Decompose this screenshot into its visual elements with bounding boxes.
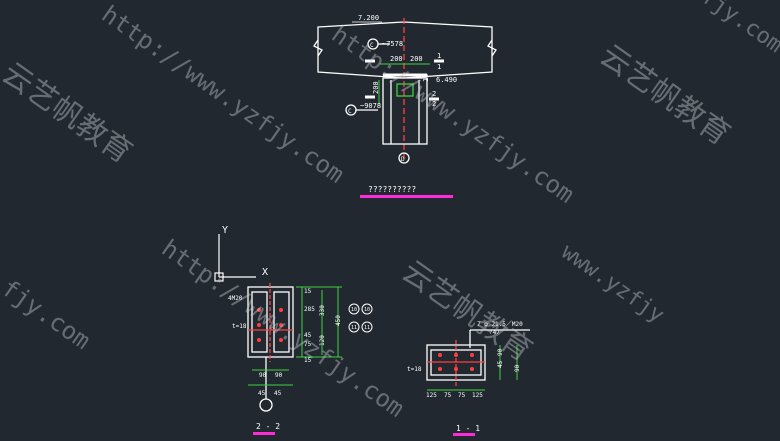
dim22-45-right: 45 [274, 390, 282, 397]
top-beam-column-detail[interactable] [313, 18, 497, 164]
tag-10-b: 10 [364, 307, 370, 313]
section11-bolts [438, 353, 474, 371]
bolt [454, 353, 458, 357]
dim22-45: 45 [304, 332, 312, 339]
top-detail-labels: 7.200 ~7578 C 200 200 200 10 6.490 1 1 2… [348, 14, 457, 194]
dim22-45-left: 45 [258, 390, 266, 397]
bolt [257, 308, 261, 312]
dim22-90-right: 90 [275, 372, 283, 379]
watermark-cn-2: 云艺帆教育 [593, 38, 736, 153]
section11-bolt-note: 7 φ 21.5／M20 [477, 321, 523, 328]
section22-flange-right [273, 291, 290, 353]
section-2-2[interactable]: 15 285 45 75 15 330 450 120 4M20 t=18 90… [228, 283, 373, 435]
dim11-125-left: 125 [426, 392, 437, 399]
bolt-block [396, 83, 414, 97]
bolt [454, 367, 458, 371]
elevation-7200: 7.200 [358, 14, 379, 22]
dim-200-b: 200 [410, 55, 423, 63]
tag-circle [361, 321, 373, 333]
section22-plate-label: t=18 [232, 323, 247, 330]
section22-bolt-label: 4M20 [228, 295, 243, 302]
dim22-15-bot: 15 [304, 357, 312, 364]
dim11-90-top: 90 [497, 348, 504, 356]
bolt [257, 323, 261, 327]
section11-plate-label: t=18 [407, 366, 422, 373]
axis-d-label: D [401, 156, 405, 163]
section22-axis-circle [259, 398, 273, 412]
axis-d-circle [398, 152, 410, 164]
section-2-letter: 2 [432, 100, 436, 108]
beam-break-left [313, 39, 323, 57]
dim22-120: 120 [319, 335, 326, 346]
watermark-tail-2: fjy.com [697, 0, 780, 58]
elevation-6490: 6.490 [436, 76, 457, 84]
column-plate [382, 77, 428, 145]
bolt [279, 308, 283, 312]
ucs-y-label: Y [222, 225, 228, 236]
section-1-tag: 1 [437, 52, 441, 60]
watermark-url-short: www.yzfjy [557, 239, 669, 328]
section-1-letter: 1 [437, 63, 441, 71]
section22-title: 2 - 2 [256, 422, 280, 431]
bolt [279, 338, 283, 342]
bolt [470, 367, 474, 371]
dim22-330: 330 [319, 305, 326, 316]
bolt [279, 323, 283, 327]
bolt [257, 338, 261, 342]
bolt [438, 367, 442, 371]
ucs-origin-box [214, 272, 224, 282]
dim11-75-b: 75 [458, 392, 466, 399]
section11-title: 1 - 1 [456, 424, 480, 433]
watermark-cn: 云艺帆教育 [0, 56, 138, 171]
watermark-layer: http://www.yzfjy.com 云艺帆教育 http://www.yz… [0, 0, 780, 423]
section22-flange-left [251, 291, 268, 353]
top-detail-title: ?????????? [368, 185, 416, 194]
tag-10-a: 10 [351, 307, 357, 313]
watermark-cn-3: 云艺帆教育 [395, 254, 538, 369]
dim11-45: 45 [497, 360, 504, 368]
circle-c-label: C [370, 42, 374, 49]
section22-bolts [257, 308, 283, 342]
circle-c2-label: C [348, 108, 352, 115]
watermark-url: http://www.yzfjy.com [97, 0, 350, 189]
dim-200-a: 200 [390, 55, 403, 63]
ucs-icon [214, 234, 256, 282]
dim-10: 10 [422, 74, 430, 82]
dim22-285: 285 [304, 306, 315, 313]
section-1-1[interactable]: 7 φ 21.5／M20 ?47 t=18 90 45 90 125 75 75… [407, 321, 530, 436]
section22-title-underline [253, 432, 275, 435]
section-2-tag: 2 [432, 90, 436, 98]
tag-11-b: 11 [364, 325, 370, 331]
dim22-15-top: 15 [304, 288, 312, 295]
watermark-url-2: http://www.yzfjy.com [327, 20, 580, 209]
tag-circle [361, 303, 373, 315]
ucs-x-label: X [262, 267, 268, 278]
elevation-7578: ~7578 [382, 40, 403, 48]
bolt [470, 353, 474, 357]
elevation-9078: ~9078 [360, 102, 381, 110]
section11-title-underline [453, 433, 475, 436]
watermark-tail: fjy.com [0, 274, 95, 355]
dim11-90-bot: 90 [514, 364, 521, 372]
dim11-75-a: 75 [444, 392, 452, 399]
dim22-75: 75 [304, 341, 312, 348]
dim11-125-right: 125 [472, 392, 483, 399]
bolt [438, 353, 442, 357]
dim22-450: 450 [335, 315, 342, 326]
tag-circle [348, 321, 360, 333]
tag-11-a: 11 [351, 325, 357, 331]
section11-bolt-note2: ?47 [489, 329, 500, 336]
dim-200-c: 200 [372, 81, 380, 94]
dim22-90-left: 90 [259, 372, 267, 379]
tag-circle [348, 303, 360, 315]
top-title-underline [360, 195, 453, 198]
beam-break-right [487, 39, 497, 57]
